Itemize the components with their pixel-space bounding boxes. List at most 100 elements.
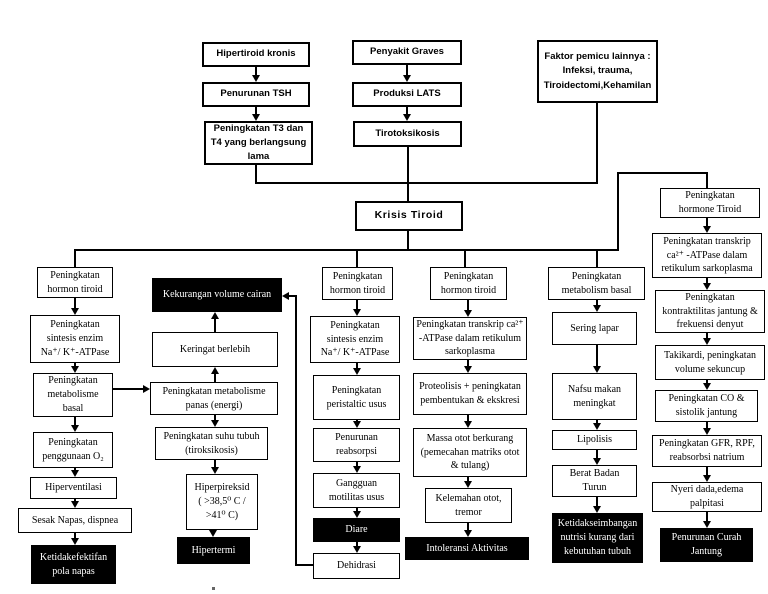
- arrowhead-down: [252, 75, 260, 82]
- connector-line: [74, 417, 76, 425]
- node-penyakit-graves: Penyakit Graves: [352, 40, 462, 65]
- connector-line: [289, 295, 297, 297]
- connector-line: [706, 422, 708, 428]
- arrowhead-up: [211, 312, 219, 319]
- node-c5-sering-lapar: Sering lapar: [552, 312, 637, 345]
- node-c5-berat-badan: Berat Badan Turun: [552, 465, 637, 497]
- connector-line: [214, 319, 216, 332]
- node-c6-kontraktilitas: Peningkatan kontraktilitas jantung & fre…: [655, 290, 765, 333]
- arrowhead-down: [353, 511, 361, 518]
- node-c5-diagnosis-nutrisi: Ketidakseimbangan nutrisi kurang dari ke…: [552, 513, 643, 563]
- connector-line: [617, 172, 619, 251]
- branch-rail: [74, 249, 619, 251]
- connector-line: [706, 172, 708, 188]
- node-c1-penggunaan-o2: Peningkatan penggunaan O₂: [33, 432, 113, 468]
- connector-line: [706, 333, 708, 338]
- arrowhead-right: [143, 385, 150, 393]
- arrowhead-up: [211, 367, 219, 374]
- connector-line: [255, 107, 257, 114]
- connector-line: [596, 497, 598, 506]
- node-c5-metabolism-basal: Peningkatan metabolism basal: [548, 267, 645, 300]
- connector-line: [356, 508, 358, 511]
- arrowhead-down: [593, 366, 601, 373]
- arrowhead-down: [703, 283, 711, 290]
- node-c3-hormon-tiroid: Peningkatan hormon tiroid: [322, 267, 393, 300]
- arrowhead-down: [353, 309, 361, 316]
- connector-line: [467, 300, 469, 310]
- arrowhead-down: [464, 310, 472, 317]
- connector-line: [74, 249, 76, 267]
- connector-line: [74, 533, 76, 538]
- arrowhead-down: [703, 521, 711, 528]
- arrowhead-down: [71, 501, 79, 508]
- connector-line: [617, 172, 708, 174]
- node-c4-proteolisis: Proteolisis + peningkatan pembentukan & …: [413, 373, 527, 415]
- arrowhead-down: [252, 114, 260, 121]
- node-c6-hormone-tiroid: Peningkatan hormone Tiroid: [660, 188, 760, 218]
- node-c4-diagnosis-intoleransi: Intoleransi Aktivitas: [405, 537, 529, 560]
- connector-line: [706, 512, 708, 521]
- node-c2-kekurangan-volume-cairan: Kekurangan volume cairan: [152, 278, 282, 312]
- arrowhead-down: [703, 383, 711, 390]
- arrowhead-down: [703, 428, 711, 435]
- arrowhead-down: [593, 458, 601, 465]
- connector-line: [356, 542, 358, 546]
- connector-line: [356, 462, 358, 466]
- connector-line: [74, 363, 76, 366]
- node-c3-gangguan-motilitas: Gangguan motilitas usus: [313, 473, 400, 508]
- arrowhead-down: [71, 425, 79, 432]
- node-c1-hormon-tiroid: Peningkatan hormon tiroid: [37, 267, 113, 298]
- arrowhead-down: [403, 114, 411, 121]
- connector-line: [706, 218, 708, 226]
- connector-line: [356, 300, 358, 309]
- connector-line: [406, 65, 408, 75]
- connector-line: [596, 103, 598, 184]
- node-c6-transkrip-atpase: Peningkatan transkrip ca²⁺ -ATPase dalam…: [652, 233, 762, 278]
- stray-mark: [212, 587, 215, 590]
- connector-line: [467, 415, 469, 421]
- node-c6-co-sistolik: Peningkatan CO & sistolik jantung: [655, 390, 758, 422]
- node-c2-metabolisme-panas: Peningkatan metabolisme panas (energi): [150, 382, 278, 415]
- arrowhead-down: [464, 421, 472, 428]
- node-c6-gfr-rpf: Peningkatan GFR, RPF, reabsorbsi natrium: [652, 435, 762, 467]
- connector-line: [356, 363, 358, 368]
- connector-line: [295, 564, 314, 566]
- node-c6-takikardi: Takikardi, peningkatan volume sekuncup: [655, 345, 765, 380]
- node-c1-sintesis-enzim: Peningkatan sintesis enzim Na⁺/ K⁺-ATPas…: [30, 315, 120, 363]
- node-c1-diagnosis-pola-napas: Ketidakefektifan pola napas: [31, 545, 116, 584]
- node-c4-kelemahan-otot: Kelemahan otot, tremor: [425, 488, 512, 523]
- node-c3-penurunan-reabsorpsi: Penurunan reabsorpsi: [313, 428, 400, 462]
- connector-line: [214, 374, 216, 382]
- connector-line: [596, 300, 598, 305]
- connector-line: [255, 182, 598, 184]
- arrowhead-down: [353, 421, 361, 428]
- node-c5-nafsu-makan: Nafsu makan meningkat: [552, 373, 637, 420]
- arrowhead-down: [353, 368, 361, 375]
- arrowhead-down: [209, 530, 217, 537]
- node-peningkatan-t3-t4: Peningkatan T3 dan T4 yang berlangsung l…: [204, 121, 313, 165]
- arrowhead-down: [353, 546, 361, 553]
- node-hipertiroid-kronis: Hipertiroid kronis: [202, 42, 310, 67]
- node-c4-transkrip-atpase: Peningkatan transkrip ca²⁺ -ATPase dalam…: [413, 317, 527, 360]
- arrowhead-down: [464, 481, 472, 488]
- node-c1-metabolisme-basal: Peningkatan metabolisme basal: [33, 373, 113, 417]
- connector-line: [467, 477, 469, 481]
- connector-line: [467, 360, 469, 366]
- node-c3-diagnosis-diare: Diare: [313, 518, 400, 542]
- arrowhead-down: [464, 366, 472, 373]
- connector-line: [596, 450, 598, 458]
- node-c6-nyeri-dada: Nyeri dada,edema palpitasi: [652, 482, 762, 512]
- connector-line: [255, 164, 257, 184]
- node-c4-hormon-tiroid: Peningkatan hormon tiroid: [430, 267, 507, 300]
- connector-line: [214, 460, 216, 467]
- connector-line: [596, 249, 598, 267]
- connector-line: [407, 147, 409, 201]
- arrowhead-down: [464, 530, 472, 537]
- connector-line: [74, 468, 76, 470]
- node-faktor-pemicu: Faktor pemicu lainnya : Infeksi, trauma,…: [537, 40, 658, 103]
- arrowhead-down: [703, 338, 711, 345]
- node-c2-keringat-berlebih: Keringat berlebih: [152, 332, 278, 367]
- arrowhead-down: [593, 305, 601, 312]
- connector-line: [467, 523, 469, 530]
- arrowhead-down: [211, 467, 219, 474]
